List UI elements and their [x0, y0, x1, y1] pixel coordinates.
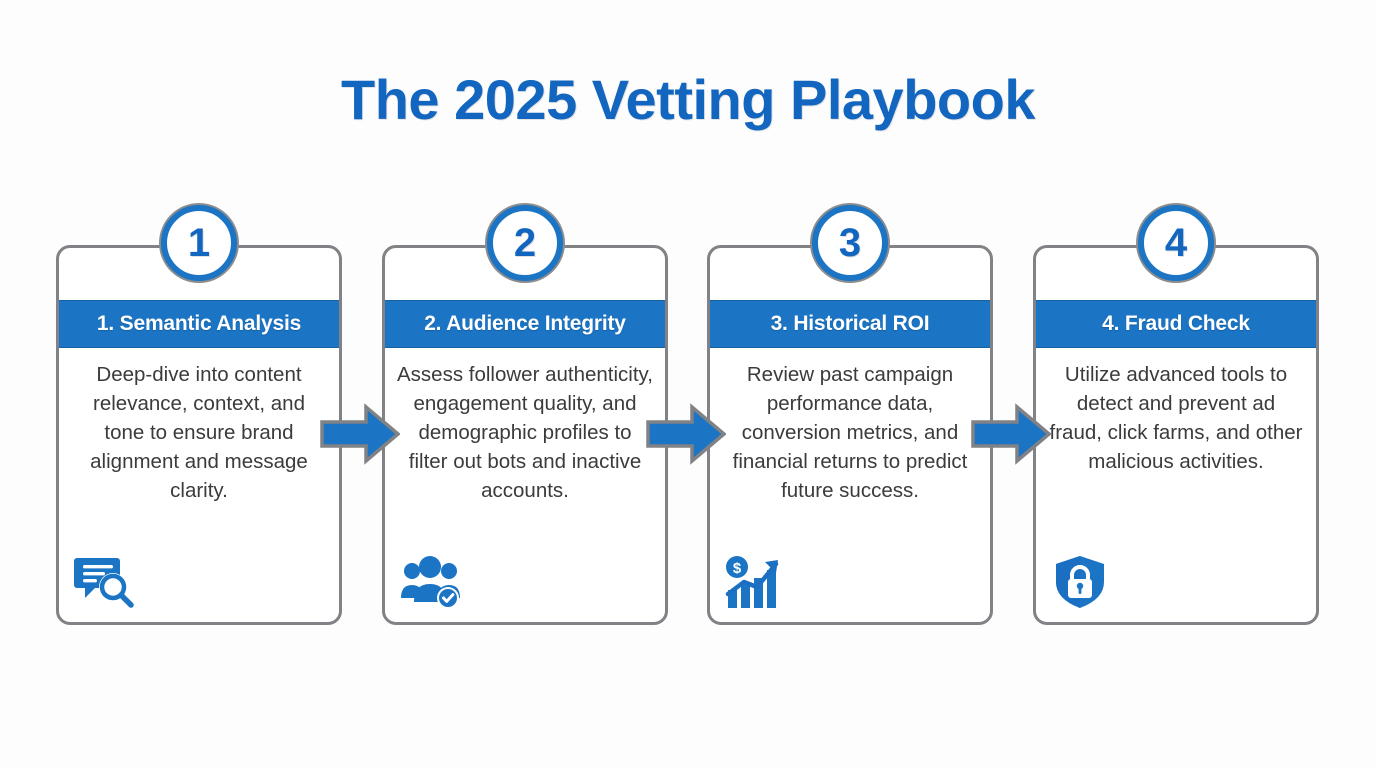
step-number-badge-2: 2 — [487, 205, 563, 281]
step-number-badge-1: 1 — [161, 205, 237, 281]
step-number-3: 3 — [838, 221, 862, 265]
step-heading-3: 3. Historical ROI — [770, 312, 930, 335]
step-heading-1: 1. Semantic Analysis — [96, 312, 302, 335]
chat-search-icon — [73, 554, 137, 610]
step-body-3: Review past campaign performance data, c… — [732, 363, 968, 502]
arrow-step2-to-step3 — [646, 403, 727, 465]
step-number-1: 1 — [187, 221, 211, 265]
step-number-2: 2 — [513, 221, 537, 265]
step-heading-band-1: 1. Semantic Analysis — [59, 300, 339, 348]
step-card-2[interactable]: 2. Audience Integrity Assess follower au… — [382, 245, 668, 625]
growth-chart-dollar-icon: $ — [724, 554, 788, 610]
step-heading-band-3: 3. Historical ROI — [710, 300, 990, 348]
arrow-step1-to-step2 — [320, 403, 401, 465]
step-body-4: Utilize advanced tools to detect and pre… — [1049, 363, 1303, 473]
step-heading-4: 4. Fraud Check — [1102, 312, 1250, 335]
step-body-2: Assess follower authenticity, engagement… — [397, 363, 653, 502]
step-heading-2: 2. Audience Integrity — [424, 312, 626, 335]
shield-lock-icon — [1050, 554, 1114, 610]
step-number-badge-3: 3 — [812, 205, 888, 281]
page-title: The 2025 Vetting Playbook — [341, 68, 1035, 131]
step-body-1: Deep-dive into content relevance, contex… — [90, 363, 308, 502]
arrow-step3-to-step4 — [971, 403, 1052, 465]
step-card-1[interactable]: 1. Semantic Analysis Deep-dive into cont… — [56, 245, 342, 625]
step-number-4: 4 — [1164, 221, 1188, 265]
step-heading-band-2: 2. Audience Integrity — [385, 300, 665, 348]
svg-text:$: $ — [733, 560, 742, 577]
step-card-4[interactable]: 4. Fraud Check Utilize advanced tools to… — [1033, 245, 1319, 625]
step-heading-band-4: 4. Fraud Check — [1036, 300, 1316, 348]
verified-users-icon — [399, 554, 463, 610]
step-number-badge-4: 4 — [1138, 205, 1214, 281]
step-card-3[interactable]: 3. Historical ROI Review past campaign p… — [707, 245, 993, 625]
